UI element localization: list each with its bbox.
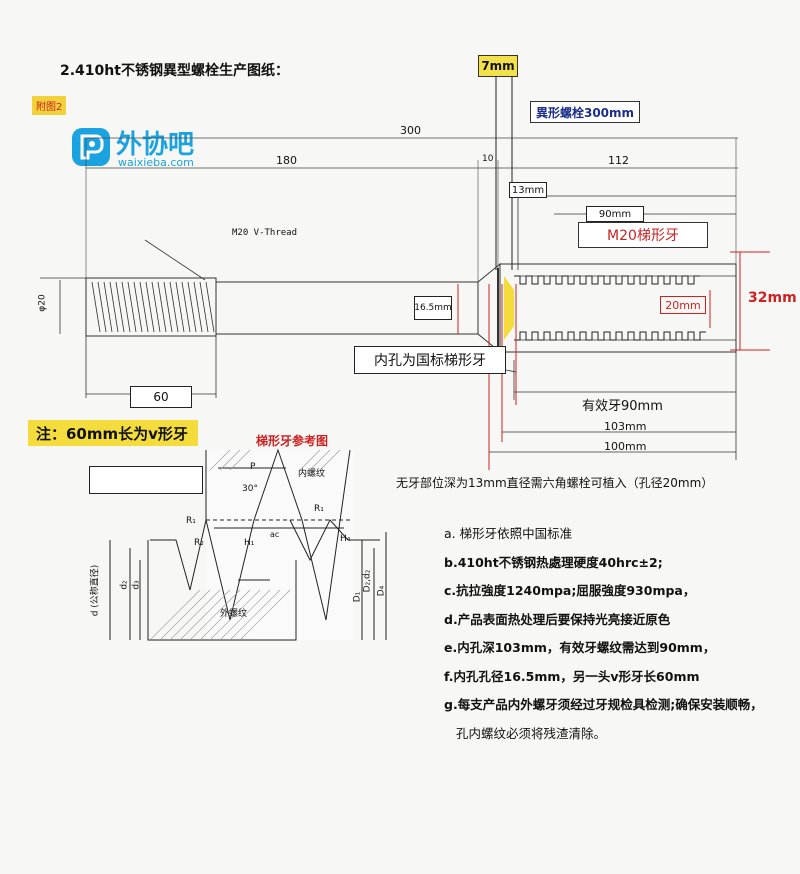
dim-112: 112 — [608, 154, 629, 167]
trap-r1-label: R₁ — [186, 516, 196, 526]
dim-60: 60 — [130, 386, 192, 408]
note-e: e.内孔深103mm，有效牙螺纹需达到90mm， — [444, 640, 716, 655]
dim-13mm: 13mm — [509, 182, 547, 198]
trap-d2-label: d₂ — [119, 580, 130, 590]
trap-D4-label: D₄ — [376, 585, 387, 597]
trap-p-label: P — [250, 462, 256, 472]
bolt-label: 異形螺栓300mm — [530, 101, 640, 123]
tag-7mm: 7mm — [478, 55, 518, 77]
trap-outer-label: 外螺纹 — [220, 609, 248, 619]
dim-16-5mm: 16.5mm — [414, 296, 452, 320]
note-g2: 孔内螺纹必须将残渣清除。 — [456, 725, 607, 741]
dim-10: 10 — [482, 154, 494, 164]
trap-D1-label: D₁ — [352, 591, 363, 603]
note-g: g.每支产品内外螺牙须经过牙规检具检测;确保安装顺畅， — [444, 697, 763, 712]
logo-url: waixieba.com — [118, 156, 194, 169]
notes-list: a. 梯形牙依照中国标准 b.410ht不锈钢热處理硬度40hrc±2; c.抗… — [444, 520, 763, 748]
empty-box — [89, 466, 203, 494]
no-thread-note: 无牙部位深为13mm直径需六角螺栓可植入（孔径20mm） — [396, 476, 714, 490]
trap-angle-label: 30° — [242, 484, 258, 494]
trap-h1-label: H₁ — [244, 538, 255, 548]
dim-20mm: 20mm — [660, 296, 706, 314]
logo-icon — [72, 128, 110, 166]
logo-text: 外协吧 — [116, 130, 195, 160]
trap-d-label: d (公称直径) — [90, 564, 101, 617]
dim-dia: φ20 — [37, 294, 48, 312]
trap-inner-label: 内螺纹 — [298, 469, 326, 479]
trap-D2d2-label: D₂,d₂ — [362, 569, 373, 593]
trap-h4-label: H₄ — [340, 534, 351, 544]
note-60mm: 注：60mm长为v形牙 — [28, 420, 198, 446]
trap-r1b-label: R₁ — [314, 504, 324, 514]
note-c: c.抗拉強度1240mpa;屈服強度930mpa， — [444, 583, 696, 598]
dim-90mm: 90mm — [586, 206, 644, 222]
note-f: f.内孔孔径16.5mm，另一头v形牙长60mm — [444, 668, 700, 684]
note-d: d.产品表面热处理后要保持光亮接近原色 — [444, 611, 671, 627]
inner-hole-label: 内孔为国标梯形牙 — [354, 346, 506, 374]
trap-d3-label: d₃ — [131, 580, 142, 590]
dim-103mm: 103mm — [604, 420, 647, 433]
m20-v-thread-label: M20 V-Thread — [232, 228, 298, 238]
m20-trap-label: M20梯形牙 — [578, 222, 708, 248]
ref-tag: 附图2 — [32, 96, 67, 115]
page-title: 2.410ht不锈钢異型螺栓生产图纸： — [60, 63, 289, 79]
note-b: b.410ht不锈钢热處理硬度40hrc±2; — [444, 554, 663, 570]
dim-100mm: 100mm — [604, 440, 647, 453]
trap-ref-title: 梯形牙参考图 — [256, 434, 329, 448]
dim-effective-90: 有效牙90mm — [582, 399, 663, 414]
dim-total: 300 — [400, 124, 421, 137]
trap-ac-label: ac — [270, 530, 280, 539]
trap-r2-label: R₂ — [194, 538, 204, 548]
note-a: a. 梯形牙依照中国标准 — [444, 526, 573, 541]
dim-180: 180 — [276, 154, 297, 167]
dim-32mm: 32mm — [748, 290, 797, 306]
